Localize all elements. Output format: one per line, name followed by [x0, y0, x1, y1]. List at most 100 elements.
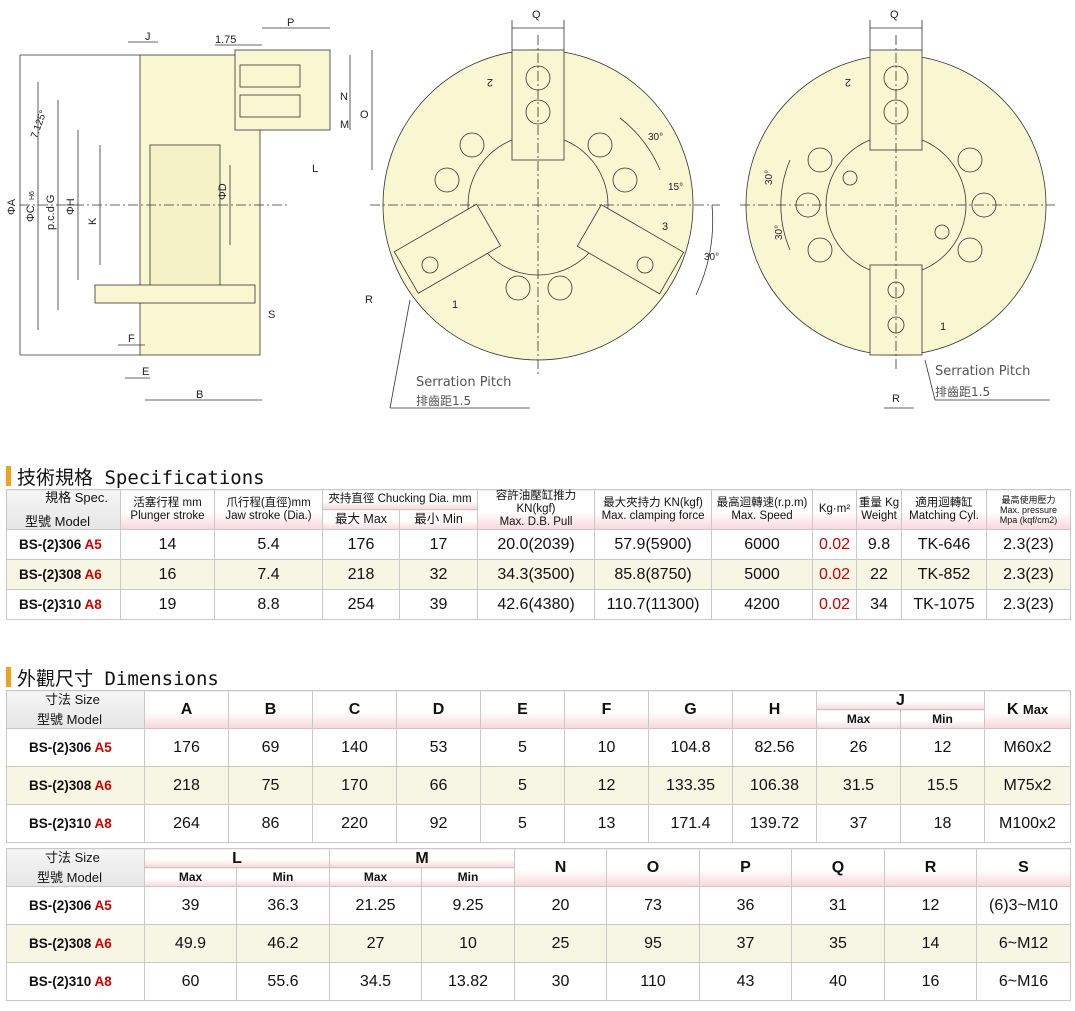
d-cell: 53: [396, 728, 481, 767]
h-cell: 82.56: [732, 728, 817, 767]
inertia-header: Kg·m²: [812, 489, 858, 530]
dim-angle-label: 7.125°: [29, 109, 49, 140]
back-q-label: Q: [890, 9, 899, 21]
front-angle-30a-label: 30°: [648, 132, 663, 143]
d-cell: 66: [396, 766, 481, 805]
table-row: BS-(2)310 A8 264 86 220 92 5 13 171.4 13…: [6, 804, 1071, 843]
pull-cell: 20.0(2039): [477, 529, 596, 560]
table-row: BS-(2)306 A5 176 69 140 53 5 10 104.8 82…: [6, 728, 1071, 767]
technical-drawings: J 1.75 P ΦA ΦC H6 p.c.d G ΦH K ΦD 7.125°…: [6, 9, 1055, 409]
dim-o-header: O: [606, 848, 701, 887]
corner-size-label: 寸法 Size: [45, 692, 100, 707]
b-cell: 86: [228, 804, 313, 843]
dim-o-label: O: [360, 109, 369, 121]
l-max-cell: 60: [144, 962, 237, 1001]
dim-f-label: F: [128, 333, 135, 345]
table-row: BS-(2)310 A8 19 8.8 254 39 42.6(4380) 11…: [6, 589, 1072, 620]
spec-corner-cell: 規格 Spec. 型號 Model: [6, 489, 121, 530]
dim-r-header: R: [884, 848, 978, 887]
e-cell: 5: [480, 766, 565, 805]
m-min-cell: 13.82: [420, 962, 516, 1001]
speed-cell: 5000: [711, 559, 814, 590]
dim-m-max-header: Max: [329, 867, 422, 887]
dim-b-label: B: [196, 389, 203, 401]
m-min-cell: 10: [420, 924, 516, 963]
dim-h-label: ΦH: [65, 198, 77, 215]
pressure-cell: 2.3(23): [986, 559, 1072, 590]
chucking-min-header: 最小 Min: [398, 509, 479, 530]
pull-cell: 42.6(4380): [477, 589, 596, 620]
a-cell: 176: [144, 728, 229, 767]
f-cell: 12: [564, 766, 649, 805]
front-view-drawing: Q R 2 3 1 30° 15° 30° Serration Pitch 排齒…: [365, 9, 720, 409]
a-cell: 264: [144, 804, 229, 843]
p-cell: 37: [699, 924, 793, 963]
dim-b-header: B: [228, 690, 313, 729]
dim-a-label: ΦA: [6, 198, 18, 215]
k-cell: M60x2: [984, 728, 1071, 767]
q-cell: 31: [791, 886, 886, 925]
clamping-force-header: 最大夾持力 KN(kgf)Max. clamping force: [594, 489, 713, 530]
front-serration-en: Serration Pitch: [416, 375, 511, 390]
force-cell: 57.9(5900): [594, 529, 713, 560]
dim-j-max-header: Max: [816, 709, 901, 729]
dim-n-label: N: [340, 91, 348, 103]
plunger-cell: 19: [120, 589, 215, 620]
dim-d-header: D: [396, 690, 481, 729]
chucking-max-header: 最大 Max: [322, 509, 400, 530]
dim-c-label: ΦC: [25, 205, 37, 222]
speed-cell: 6000: [711, 529, 814, 560]
m-min-cell: 9.25: [420, 886, 516, 925]
model-cell: BS-(2)306 A5: [6, 728, 145, 767]
r-cell: 16: [884, 962, 978, 1001]
pull-cell: 34.3(3500): [477, 559, 596, 590]
j-min-cell: 18: [900, 804, 985, 843]
cyl-cell: TK-646: [901, 529, 988, 560]
model-cell: BS-(2)310 A8: [6, 589, 121, 620]
dim-corner-cell: 寸法 Size 型號 Model: [6, 690, 145, 729]
dim-m-label: M: [340, 119, 349, 131]
dim-j-label: J: [145, 31, 151, 43]
heading-accent-bar: [6, 466, 11, 486]
g-cell: 133.35: [648, 766, 733, 805]
dim-g-header: G: [648, 690, 733, 729]
chuck-min-cell: 32: [398, 559, 479, 590]
plunger-cell: 14: [120, 529, 215, 560]
j-min-cell: 12: [900, 728, 985, 767]
r-cell: 14: [884, 924, 978, 963]
p-cell: 43: [699, 962, 793, 1001]
f-cell: 10: [564, 728, 649, 767]
front-jaw1-label: 1: [452, 299, 458, 311]
back-r-label: R: [892, 393, 900, 405]
front-jaw3-label: 3: [662, 221, 668, 233]
b-cell: 75: [228, 766, 313, 805]
jaw-cell: 7.4: [214, 559, 323, 590]
pressure-cell: 2.3(23): [986, 589, 1072, 620]
pressure-cell: 2.3(23): [986, 529, 1072, 560]
dim-j-min-header: Min: [900, 709, 985, 729]
c-cell: 140: [312, 728, 397, 767]
dim-s-header: S: [976, 848, 1072, 887]
side-view-drawing: J 1.75 P ΦA ΦC H6 p.c.d G ΦH K ΦD 7.125°…: [6, 17, 373, 401]
dim-g-label: p.c.d G: [45, 195, 57, 230]
table-row: BS-(2)306 A5 39 36.3 21.25 9.25 20 73 36…: [6, 886, 1072, 925]
weight-cell: 34: [856, 589, 903, 620]
n-cell: 25: [514, 924, 608, 963]
back-angle-30b-label: 30°: [774, 225, 785, 240]
dim-175-label: 1.75: [215, 34, 236, 46]
db-pull-header: 容許油壓缸推力 KN(kgf)Max. D.B. Pull: [477, 489, 596, 530]
r-cell: 12: [884, 886, 978, 925]
front-q-label: Q: [532, 9, 541, 21]
model-cell: BS-(2)310 A8: [6, 804, 145, 843]
speed-cell: 4200: [711, 589, 814, 620]
dim-f-header: F: [564, 690, 649, 729]
heading-accent-bar: [6, 667, 11, 687]
model-cell: BS-(2)306 A5: [6, 529, 121, 560]
j-max-cell: 37: [816, 804, 901, 843]
back-angle-30a-label: 30°: [764, 170, 775, 185]
corner-model-label: 型號 Model: [37, 870, 103, 885]
